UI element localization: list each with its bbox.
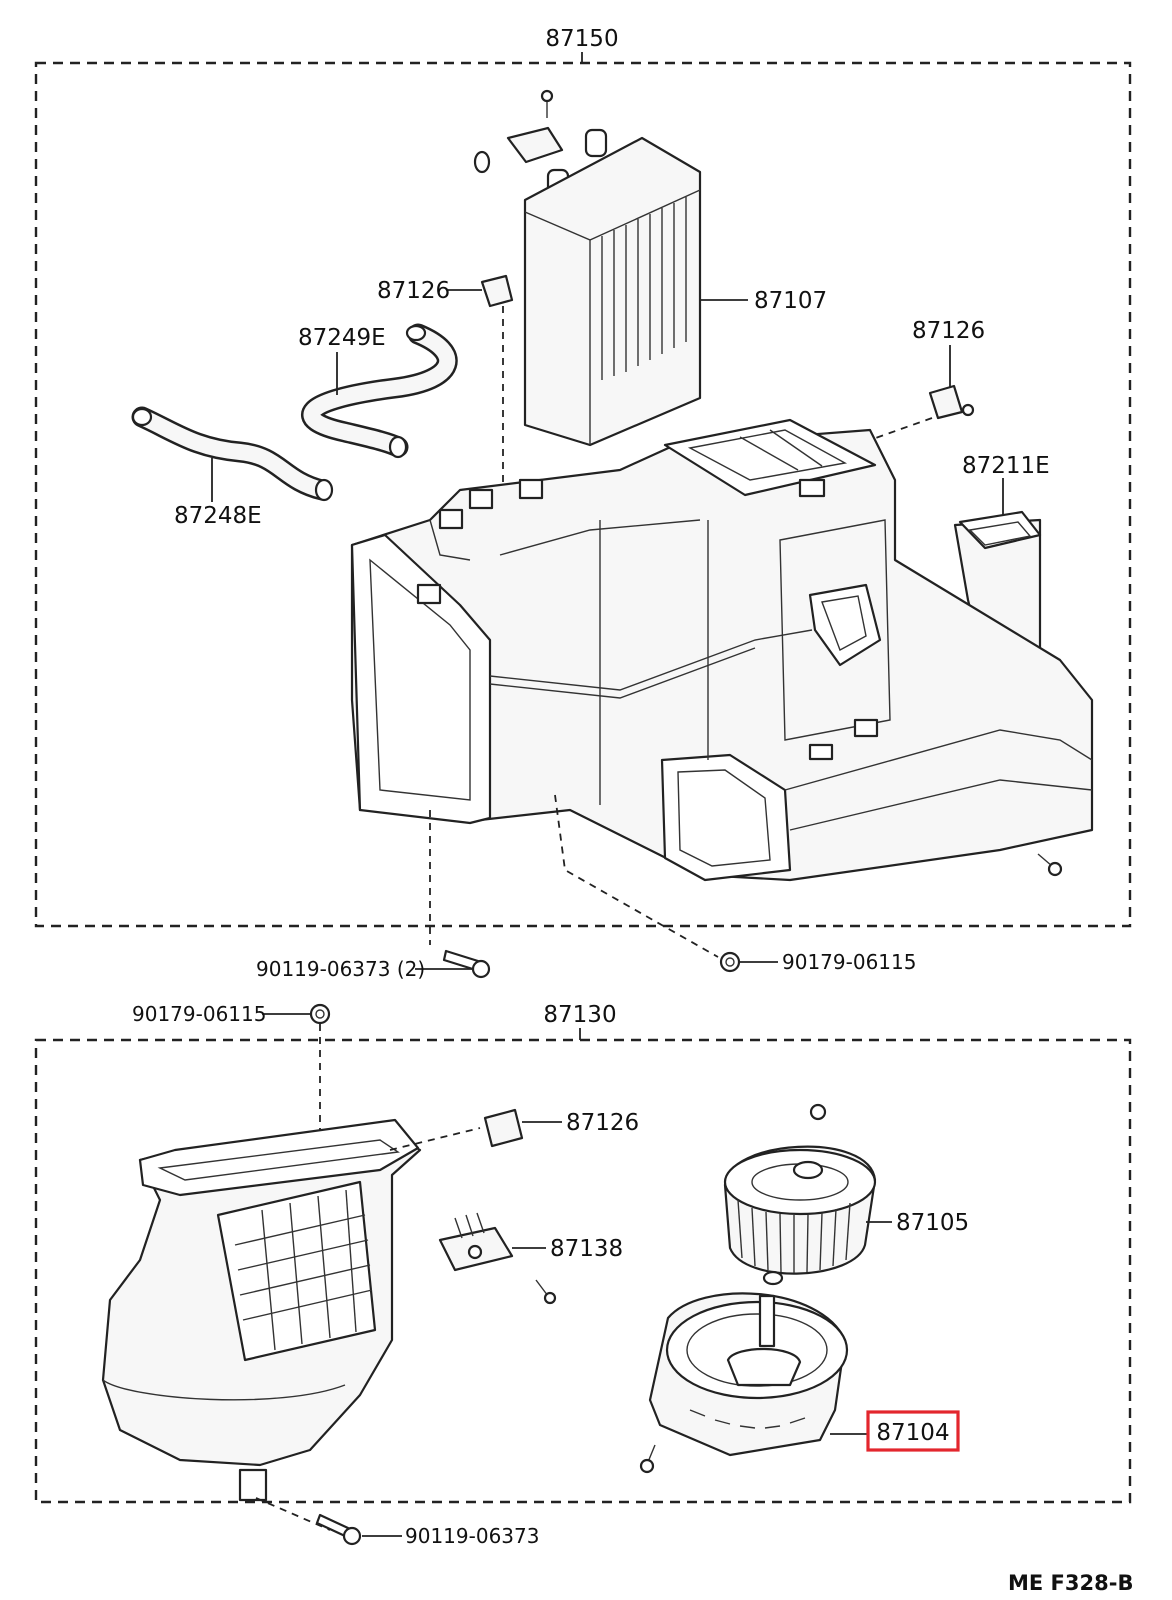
clip-87126-upper[interactable]	[448, 274, 514, 482]
mounting-tab	[808, 743, 834, 761]
hose-87248e[interactable]	[131, 406, 334, 502]
mounting-tab	[798, 478, 826, 498]
grommet-icon	[473, 150, 491, 174]
mounting-tab	[416, 583, 442, 605]
diagram-code: ME F328-B	[1008, 1571, 1133, 1595]
blower-fan[interactable]	[723, 1103, 892, 1275]
nut-icon	[719, 951, 741, 973]
callout-87126-upper: 87126	[377, 278, 450, 304]
callout-90179-06115-left: 90179-06115	[132, 1002, 266, 1026]
callout-87138: 87138	[550, 1236, 623, 1262]
heater-core[interactable]	[473, 89, 748, 447]
fan-nut-icon	[809, 1103, 827, 1121]
fan-blades	[737, 1199, 851, 1273]
blower-motor[interactable]	[639, 1270, 868, 1474]
mounting-tab	[853, 718, 879, 738]
blower-housing[interactable]	[101, 1118, 481, 1502]
heater-clamp	[506, 126, 564, 164]
motor-washer-icon	[762, 1270, 784, 1286]
mounting-tab	[468, 488, 494, 510]
mounting-tab	[518, 478, 544, 500]
bolt-90119-06373-2[interactable]	[415, 810, 491, 979]
resistor-87126[interactable]	[483, 1108, 562, 1148]
resistor-87138[interactable]	[438, 1212, 546, 1272]
hose-end-icon	[405, 324, 427, 342]
fan-hub-icon	[792, 1160, 824, 1180]
hose-end-icon	[314, 478, 334, 502]
screw-head-icon	[540, 89, 554, 103]
nut-icon	[309, 1003, 331, 1025]
callout-87126-right: 87126	[912, 318, 985, 344]
heater-pipe-upper	[584, 128, 608, 158]
callout-87104[interactable]: 87104	[876, 1420, 949, 1446]
callout-90179-06115-right: 90179-06115	[782, 950, 916, 974]
lower-assembly-frame: 87130	[34, 1002, 1132, 1504]
screw-icon	[535, 1279, 557, 1305]
screw-right-icon	[1037, 853, 1063, 877]
callout-87107: 87107	[754, 288, 827, 314]
motor-shaft	[758, 1294, 776, 1348]
hose-87249e[interactable]	[301, 323, 458, 459]
hose-end-icon	[131, 407, 153, 427]
blower-intake-grille	[234, 1189, 373, 1351]
callout-87249e: 87249E	[298, 325, 386, 351]
callout-90119-06373: 90119-06373	[405, 1524, 539, 1548]
bolt-head-icon	[342, 1526, 362, 1546]
heater-unit-housing[interactable]	[350, 418, 1094, 882]
callout-87105: 87105	[896, 1210, 969, 1236]
lower-assembly-number: 87130	[543, 1002, 616, 1028]
heater-core-fins	[601, 197, 687, 380]
callout-87211e: 87211E	[962, 453, 1050, 479]
upper-assembly-number: 87150	[545, 26, 618, 52]
callout-90119-06373-2: 90119-06373 (2)	[256, 957, 425, 981]
nut-90179-06115-right[interactable]	[554, 794, 778, 973]
screw-head-icon	[961, 403, 975, 417]
upper-assembly-frame: 87150	[34, 26, 1132, 928]
blower-mount-tab	[238, 1468, 268, 1502]
terminal-icon	[467, 1244, 483, 1260]
clip-87126-right[interactable]	[869, 345, 975, 441]
motor-screw-icon	[639, 1444, 656, 1474]
hose-end-icon	[388, 435, 408, 459]
mounting-tab	[438, 508, 464, 530]
highlight-box-87104	[866, 1410, 960, 1452]
callout-87126-lower: 87126	[566, 1110, 639, 1136]
bolt-head-icon	[471, 959, 491, 979]
bolt-90119-06373[interactable]	[255, 1497, 402, 1546]
callout-87248e: 87248E	[174, 503, 262, 529]
